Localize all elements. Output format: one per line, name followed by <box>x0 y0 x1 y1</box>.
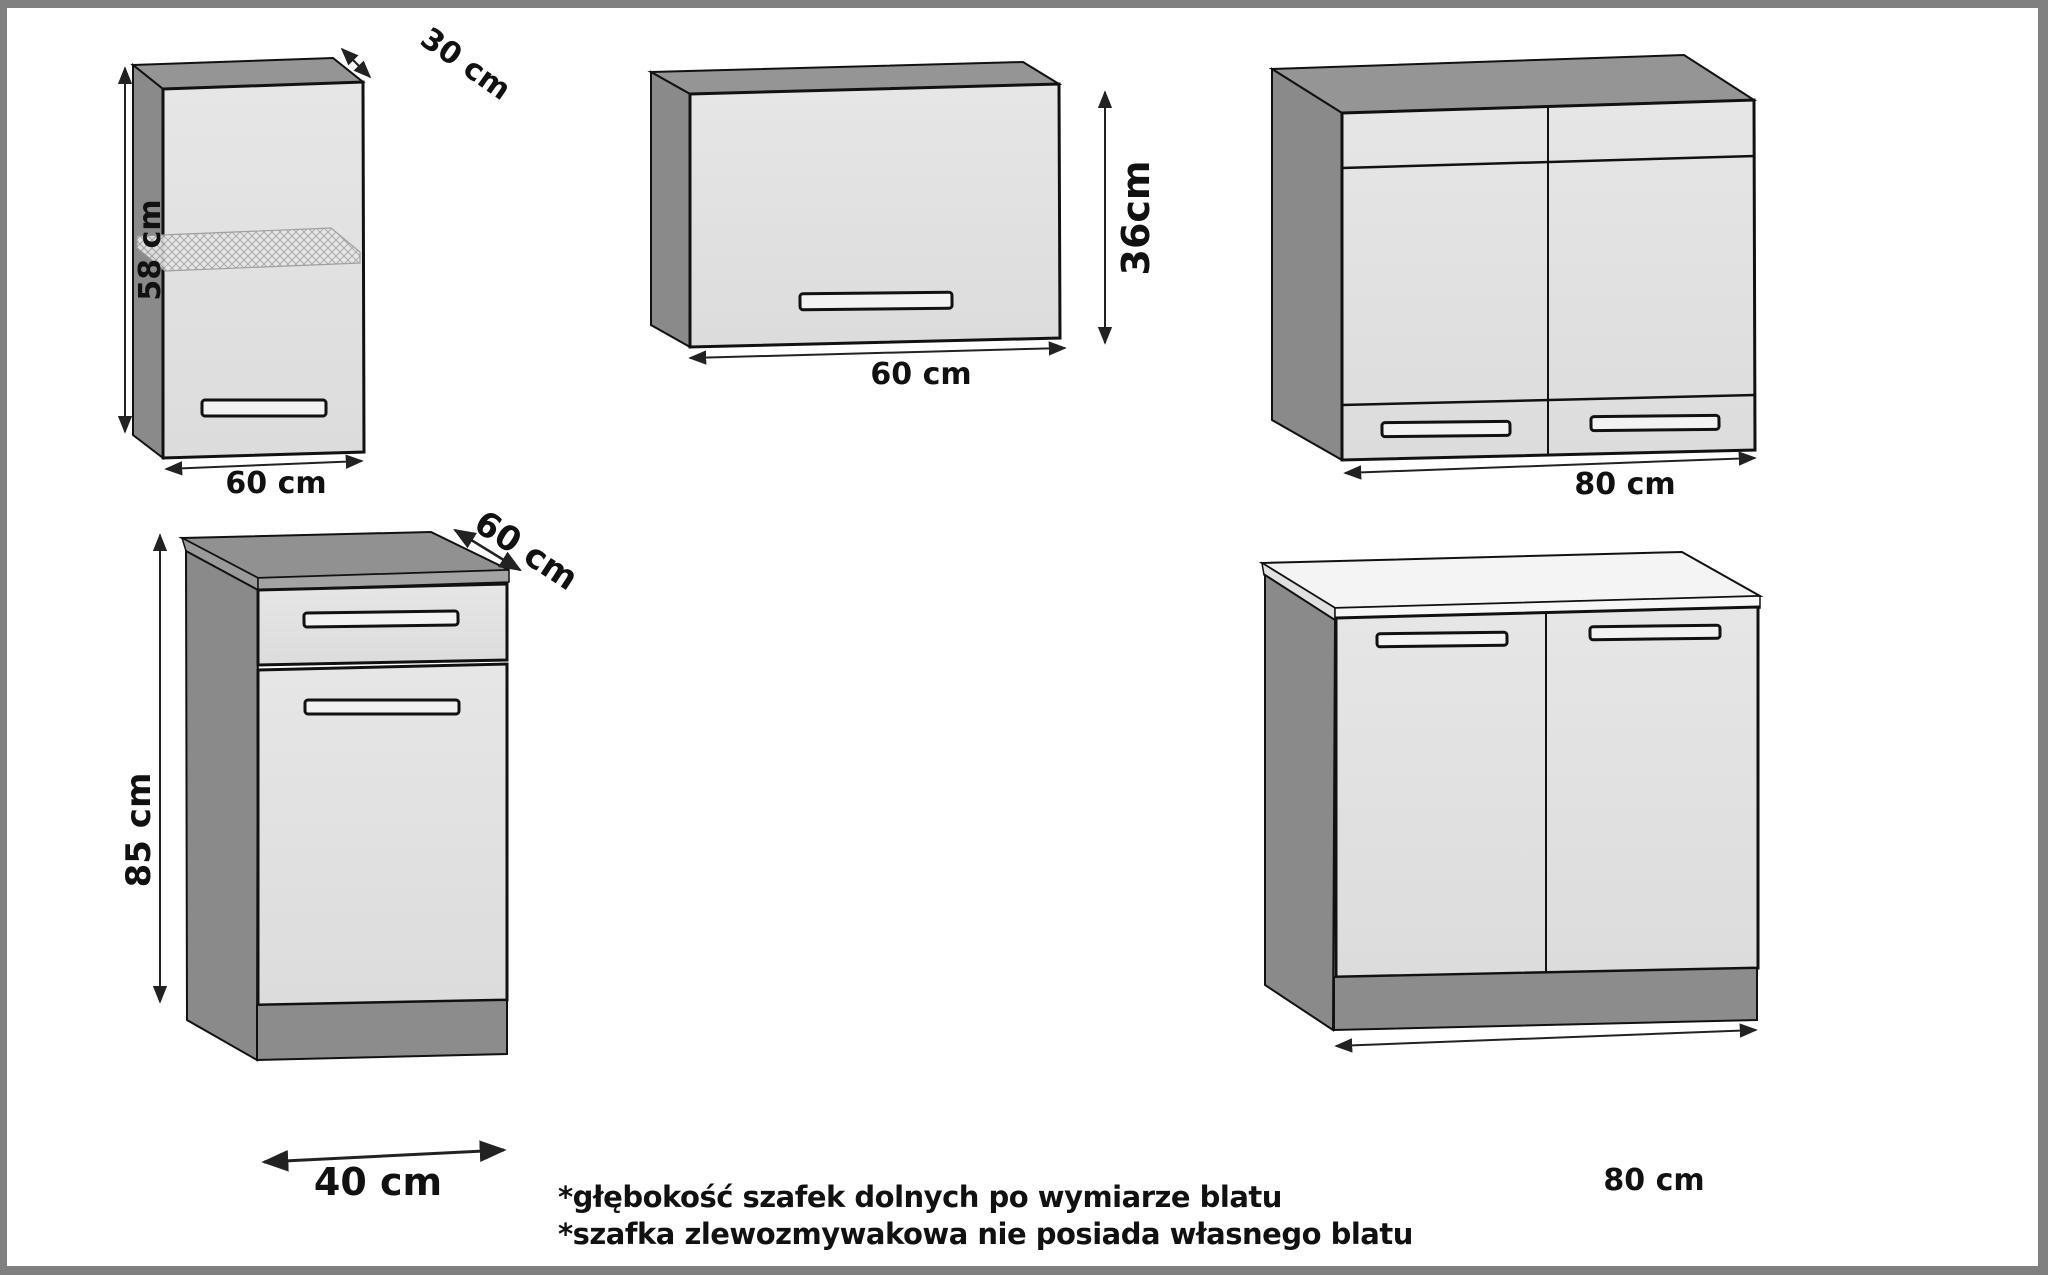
door-handle <box>200 398 328 418</box>
drawer-handle <box>302 609 460 629</box>
glass-shelf <box>136 227 361 272</box>
door-handle <box>303 698 461 716</box>
right-door-handle <box>1588 623 1722 642</box>
width-label: 60 cm <box>225 466 326 501</box>
wall-cabinet-60-flap: 36cm 60 cm <box>647 60 1158 392</box>
cabinet-side <box>184 549 260 1062</box>
height-label: 36cm <box>1114 160 1158 275</box>
footnote-base-depth: *głębokość szafek dolnych po wymiarze bl… <box>558 1180 1282 1214</box>
depth-arrow <box>340 47 372 79</box>
width-arrow <box>261 1140 507 1172</box>
width-label: 80 cm <box>1574 467 1675 502</box>
width-label: 80 cm <box>1603 1163 1704 1198</box>
cabinet-side <box>1264 573 1337 1032</box>
width-arrow <box>688 341 1067 365</box>
depth-arrow <box>453 528 522 572</box>
cabinet-front-door <box>161 80 366 460</box>
sink-cabinet-80: 80 cm <box>1258 550 1764 1198</box>
cabinet-side <box>1271 67 1343 462</box>
height-label: 58 cm <box>133 199 168 300</box>
footnote-sink-no-worktop: *szafka zlewozmywakowa nie posiada własn… <box>558 1217 1413 1251</box>
left-door-handle <box>1375 630 1509 649</box>
width-label: 60 cm <box>870 357 971 392</box>
right-handle <box>1589 413 1721 433</box>
base-cabinet-40-drawer: 85 cm 60 cm 40 cm <box>119 503 585 1204</box>
flap-handle <box>798 290 954 312</box>
depth-label: 30 cm <box>414 21 517 108</box>
width-arrow <box>164 454 364 476</box>
plinth <box>256 998 508 1062</box>
wall-cabinet-80-double: 80 cm <box>1268 53 1758 502</box>
wall-cabinet-60-with-shelf: 58 cm 60 cm 30 cm <box>117 21 517 501</box>
width-arrow <box>1343 451 1757 480</box>
height-label: 85 cm <box>119 773 159 888</box>
width-label: 40 cm <box>314 1160 442 1204</box>
width-arrow <box>1334 1023 1758 1053</box>
worktop-front-edge <box>257 569 510 591</box>
cabinet-front-flap <box>688 82 1062 349</box>
left-handle <box>1380 419 1512 439</box>
cabinet-side <box>650 70 691 349</box>
plinth <box>1333 966 1758 1032</box>
